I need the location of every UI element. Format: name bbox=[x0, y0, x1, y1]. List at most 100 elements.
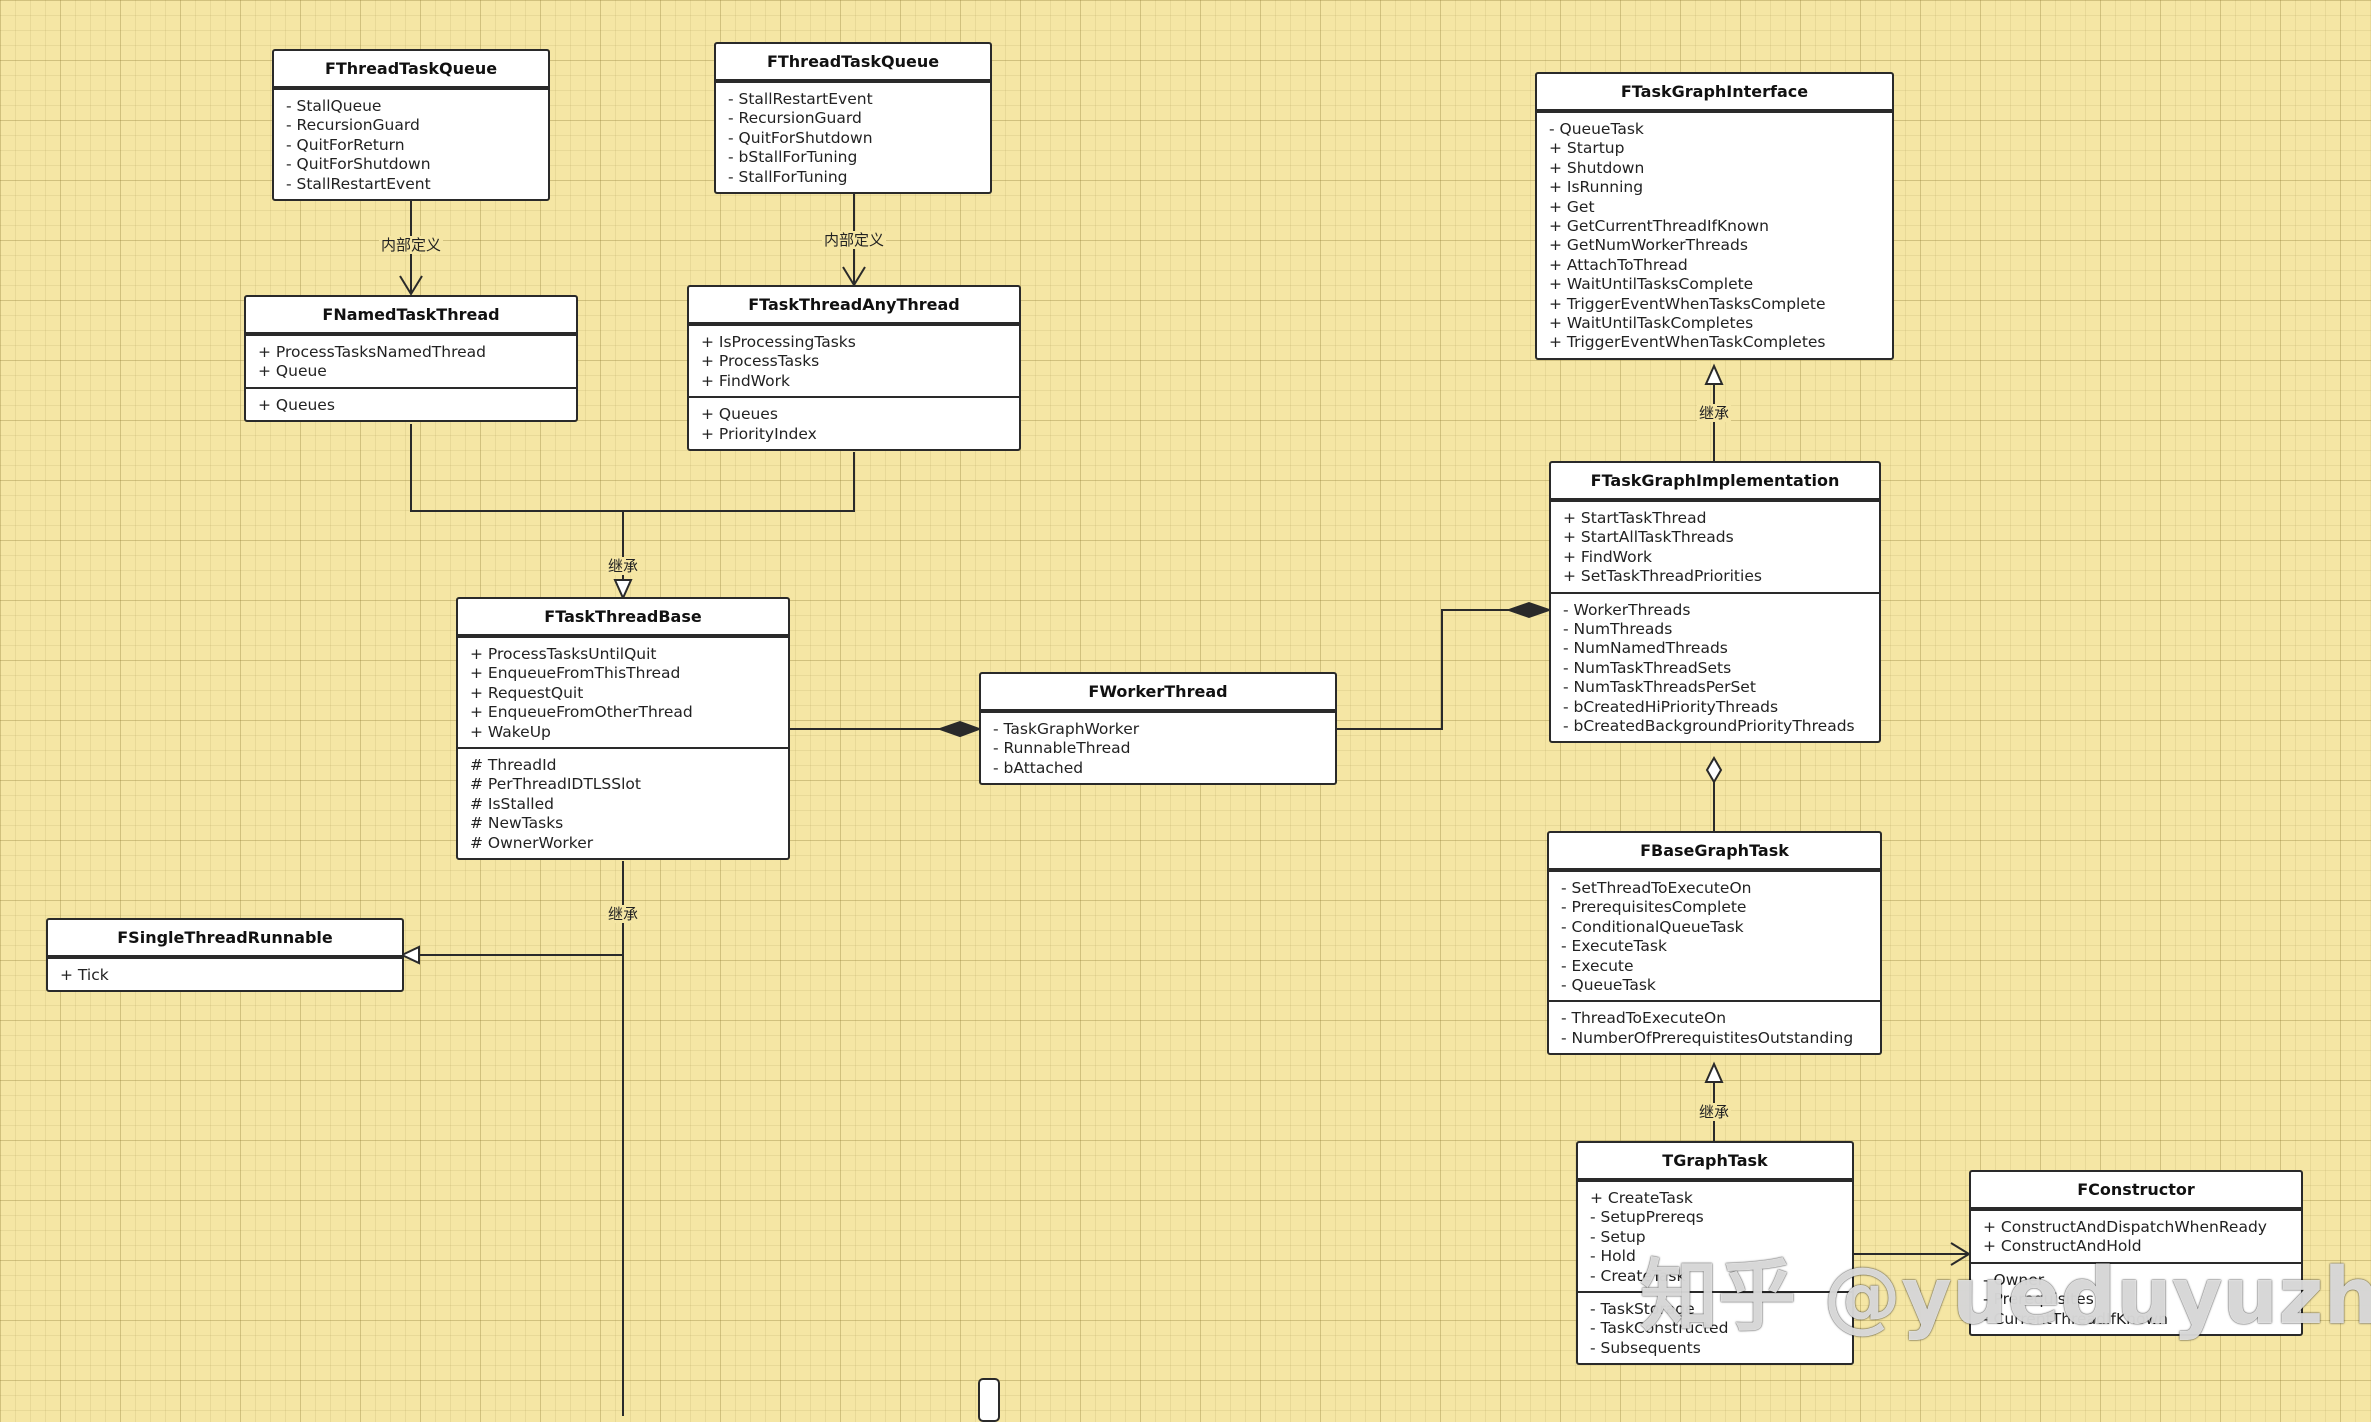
connector-label-inner-definition: 内部定义 bbox=[378, 236, 444, 254]
class-member: - NumTaskThreadSets bbox=[1563, 658, 1732, 677]
arrowhead-open bbox=[399, 275, 423, 296]
class-member: # IsStalled bbox=[470, 794, 554, 813]
class-member: + TriggerEventWhenTasksComplete bbox=[1549, 294, 1826, 313]
class-member: + Queues bbox=[701, 405, 778, 424]
aggregation-diamond bbox=[1705, 756, 1723, 784]
class-title: FBaseGraphTask bbox=[1549, 833, 1880, 870]
class-member: + FindWork bbox=[1563, 547, 1652, 566]
class-member: - CurrentThreadIfKnown bbox=[1983, 1309, 2168, 1328]
class-member: - Execute bbox=[1561, 956, 1634, 975]
class-title: FWorkerThread bbox=[981, 674, 1335, 711]
class-member: - SetThreadToExecuteOn bbox=[1561, 879, 1752, 897]
class-member: - StallRestartEvent bbox=[728, 90, 873, 108]
connector-label-inheritance: 继承 bbox=[605, 557, 641, 575]
class-member: + ConstructAndHold bbox=[1983, 1237, 2142, 1256]
class-member: - TaskConstructed bbox=[1590, 1319, 1729, 1338]
class-member: + ProcessTasksUntilQuit bbox=[470, 645, 657, 663]
class-member: + ProcessTasksNamedThread bbox=[258, 343, 487, 361]
class-methods: + ProcessTasksNamedThread + Queue bbox=[246, 334, 576, 387]
class-member: # PerThreadIDTLSSlot bbox=[470, 775, 641, 794]
class-member: + Queues bbox=[258, 395, 335, 414]
class-member: - QueueTask bbox=[1561, 976, 1656, 995]
class-member: + GetNumWorkerThreads bbox=[1549, 236, 1748, 255]
class-fconstructor[interactable]: FConstructor + ConstructAndDispatchWhenR… bbox=[1969, 1170, 2303, 1337]
class-ftaskthreadanythread[interactable]: FTaskThreadAnyThread + IsProcessingTasks… bbox=[687, 285, 1021, 452]
arrowhead-hollow-triangle bbox=[613, 579, 633, 601]
class-ftaskgraphimplementation[interactable]: FTaskGraphImplementation + StartTaskThre… bbox=[1549, 461, 1881, 744]
class-member: + WaitUntilTasksComplete bbox=[1549, 275, 1754, 294]
watermark: 知乎 @yueduyuzhou bbox=[1640, 1252, 2371, 1342]
class-member: - RunnableThread bbox=[993, 739, 1131, 758]
connector-label-inheritance: 继承 bbox=[605, 905, 641, 923]
class-member: + ConstructAndDispatchWhenReady bbox=[1983, 1218, 2267, 1236]
class-methods: + Tick bbox=[48, 957, 402, 990]
class-title: FSingleThreadRunnable bbox=[48, 920, 402, 957]
class-title: FTaskThreadBase bbox=[458, 599, 788, 636]
class-fbasegraphtask[interactable]: FBaseGraphTask - SetThreadToExecuteOn - … bbox=[1547, 831, 1882, 1056]
class-member: - ThreadToExecuteOn bbox=[1561, 1009, 1727, 1028]
class-member: - Setup bbox=[1590, 1227, 1646, 1246]
class-member: - SetupPrereqs bbox=[1590, 1208, 1704, 1227]
class-fsinglethreadrunnable[interactable]: FSingleThreadRunnable + Tick bbox=[46, 918, 404, 993]
class-member: - NumberOfPrerequistitesOutstanding bbox=[1561, 1028, 1854, 1047]
class-member: - QuitForReturn bbox=[286, 135, 405, 154]
class-member: + Queue bbox=[258, 362, 327, 381]
class-fields: - Owner - Prerequisites - CurrentThreadI… bbox=[1971, 1261, 2301, 1334]
class-fields: + Queues bbox=[246, 386, 576, 420]
class-fthreadtaskqueue-left[interactable]: FThreadTaskQueue - StallQueue - Recursio… bbox=[272, 49, 550, 202]
class-member: - NumThreads bbox=[1563, 620, 1673, 639]
class-fields: - TaskGraphWorker - RunnableThread - bAt… bbox=[981, 711, 1335, 783]
class-member: - Subsequents bbox=[1590, 1338, 1701, 1357]
class-member: - StallRestartEvent bbox=[286, 174, 431, 193]
class-member: + EnqueueFromOtherThread bbox=[470, 703, 693, 722]
class-member: + IsRunning bbox=[1549, 178, 1644, 197]
class-title: FThreadTaskQueue bbox=[716, 44, 990, 81]
class-member: - WorkerThreads bbox=[1563, 600, 1691, 619]
class-fnamedtaskthread[interactable]: FNamedTaskThread + ProcessTasksNamedThre… bbox=[244, 295, 578, 423]
class-member: - NumTaskThreadsPerSet bbox=[1563, 678, 1756, 697]
class-member: + Get bbox=[1549, 197, 1595, 216]
class-member: + WaitUntilTaskCompletes bbox=[1549, 314, 1754, 333]
class-member: + GetCurrentThreadIfKnown bbox=[1549, 217, 1769, 236]
class-member: # OwnerWorker bbox=[470, 833, 594, 852]
class-methods: + ConstructAndDispatchWhenReady + Constr… bbox=[1971, 1209, 2301, 1262]
class-tgraphtask[interactable]: TGraphTask + CreateTask - SetupPrereqs -… bbox=[1576, 1141, 1854, 1366]
class-fields: - ThreadToExecuteOn - NumberOfPrerequist… bbox=[1549, 1000, 1880, 1053]
class-member: + Shutdown bbox=[1549, 158, 1645, 177]
class-ftaskgraphinterface[interactable]: FTaskGraphInterface - QueueTask + Startu… bbox=[1535, 72, 1894, 360]
class-member: + WakeUp bbox=[470, 722, 551, 741]
class-member: - ConditionalQueueTask bbox=[1561, 917, 1744, 936]
class-methods: + ProcessTasksUntilQuit + EnqueueFromThi… bbox=[458, 636, 788, 747]
arrowhead-hollow-triangle bbox=[1704, 363, 1724, 385]
class-member: - StallQueue bbox=[286, 97, 382, 115]
class-title: FTaskGraphImplementation bbox=[1551, 463, 1879, 500]
class-members: - StallRestartEvent - RecursionGuard - Q… bbox=[716, 81, 990, 192]
class-member: - QuitForShutdown bbox=[286, 155, 431, 174]
class-methods: - QueueTask + Startup + Shutdown + IsRun… bbox=[1537, 111, 1892, 358]
class-member: - Hold bbox=[1590, 1247, 1636, 1266]
class-fields: + Queues + PriorityIndex bbox=[689, 396, 1019, 449]
class-member: - Prerequisites bbox=[1983, 1290, 2094, 1309]
class-member: # NewTasks bbox=[470, 814, 564, 833]
class-member: + AttachToThread bbox=[1549, 255, 1688, 274]
partial-class-box[interactable] bbox=[978, 1378, 1000, 1422]
class-methods: + StartTaskThread + StartAllTaskThreads … bbox=[1551, 500, 1879, 592]
class-ftaskthreadbase[interactable]: FTaskThreadBase + ProcessTasksUntilQuit … bbox=[456, 597, 790, 861]
composition-diamond bbox=[1505, 601, 1553, 619]
class-member: - RecursionGuard bbox=[286, 116, 420, 135]
class-fworkerthread[interactable]: FWorkerThread - TaskGraphWorker - Runnab… bbox=[979, 672, 1337, 786]
connector-worker-impl bbox=[1336, 609, 1509, 730]
class-title: FTaskGraphInterface bbox=[1537, 74, 1892, 111]
arrowhead-hollow-triangle bbox=[399, 945, 420, 965]
class-member: + RequestQuit bbox=[470, 683, 584, 702]
class-member: - bCreatedBackgroundPriorityThreads bbox=[1563, 717, 1855, 736]
class-members: - StallQueue - RecursionGuard - QuitForR… bbox=[274, 88, 548, 199]
class-member: - bStallForTuning bbox=[728, 148, 858, 167]
class-member: + PriorityIndex bbox=[701, 424, 817, 443]
class-member: - QueueTask bbox=[1549, 120, 1644, 138]
class-member: + CreateTask bbox=[1590, 1189, 1693, 1207]
class-fthreadtaskqueue-right[interactable]: FThreadTaskQueue - StallRestartEvent - R… bbox=[714, 42, 992, 195]
class-member: - TaskGraphWorker bbox=[993, 720, 1140, 738]
connector-label-inheritance: 继承 bbox=[1696, 404, 1732, 422]
